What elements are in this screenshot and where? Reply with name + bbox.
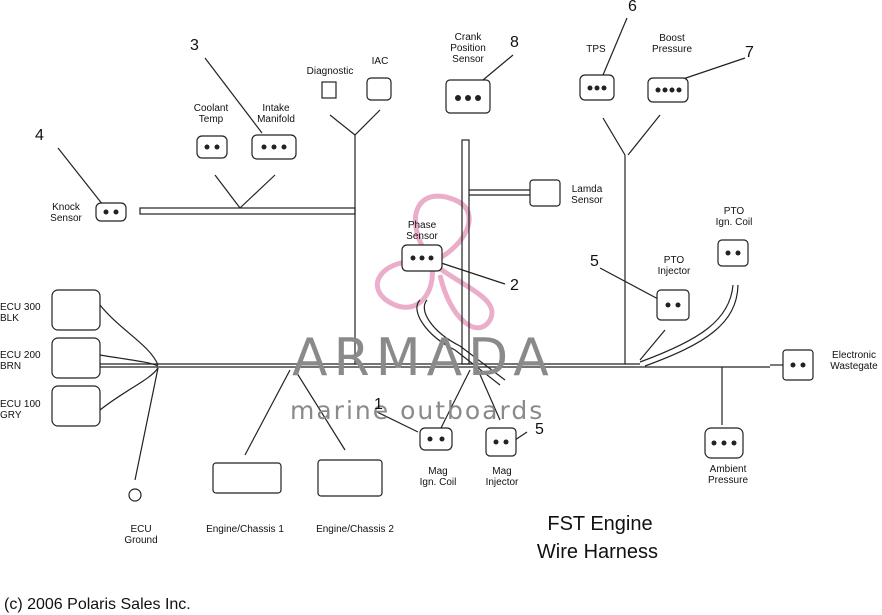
label-ecu200: ECU 200 BRN (0, 350, 41, 372)
callout-8: 8 (510, 34, 519, 51)
knock-branch (139, 207, 356, 215)
lambda-sensor-connector (529, 179, 561, 207)
watermark-brand: ARMADA (292, 328, 555, 388)
callout-6: 6 (628, 0, 637, 15)
label-intake-manifold: Intake Manifold (257, 103, 295, 125)
label-boost-pressure: Boost Pressure (651, 33, 692, 55)
label-pto-injector: PTO Injector (657, 255, 691, 277)
diagram-title-line1: FST Engine (547, 513, 653, 535)
pto-coil-connector (717, 239, 749, 267)
armada-logo-mark (374, 193, 495, 331)
mag-injector-connector (485, 427, 517, 457)
label-iac: IAC (371, 56, 389, 67)
pto-injector-connector (656, 289, 690, 321)
label-coolant-temp: Coolant Temp (193, 103, 229, 125)
mag-coil-connector (419, 427, 453, 451)
label-knock-sensor: Knock Sensor (50, 202, 82, 224)
label-ecu100: ECU 100 GRY (0, 399, 41, 421)
label-lambda-sensor: Lamda Sensor (571, 184, 603, 206)
ecu-ground-terminal (128, 488, 142, 502)
callout-7: 7 (745, 44, 754, 61)
boost-connector (647, 77, 689, 103)
ecu200-connector (51, 337, 101, 379)
label-crank-position-sensor: Crank Position Sensor (450, 32, 486, 65)
watermark-tagline: marine outboards (290, 396, 545, 425)
iac-connector (366, 77, 392, 101)
diagram-title-line2: Wire Harness (536, 541, 659, 563)
label-engine-chassis-2: Engine/Chassis 2 (316, 524, 394, 535)
label-mag-ign-coil: Mag Ign. Coil (419, 466, 457, 488)
ecu100-connector (51, 385, 101, 427)
callout-5a: 5 (590, 253, 599, 270)
chassis2-connector (317, 459, 383, 497)
label-ambient-pressure: Ambient Pressure (707, 464, 748, 486)
label-ecu-ground: ECU Ground (124, 524, 158, 546)
callout-4: 4 (35, 127, 44, 144)
callout-3: 3 (190, 37, 199, 54)
coolant-connector (196, 135, 228, 159)
wastegate-connector (782, 349, 814, 381)
crank-branch (461, 139, 470, 365)
label-electronic-wastegate: Electronic Wastegate (830, 350, 878, 372)
ecu300-connector (51, 289, 101, 331)
label-ecu300: ECU 300 BLK (0, 302, 41, 324)
copyright-notice: (c) 2006 Polaris Sales Inc. (4, 596, 191, 613)
label-pto-ign-coil: PTO Ign. Coil (715, 206, 753, 228)
label-phase-sensor: Phase Sensor (406, 220, 438, 242)
callout-1: 1 (374, 396, 383, 413)
label-tps: TPS (586, 44, 606, 55)
callout-5b: 5 (535, 421, 544, 438)
knock-sensor-connector (95, 202, 127, 222)
label-diagnostic: Diagnostic (306, 66, 354, 77)
callout-2: 2 (510, 277, 519, 294)
label-engine-chassis-1: Engine/Chassis 1 (206, 524, 284, 535)
label-mag-injector: Mag Injector (485, 466, 519, 488)
chassis1-connector (212, 462, 282, 494)
diagnostic-connector (321, 81, 337, 99)
